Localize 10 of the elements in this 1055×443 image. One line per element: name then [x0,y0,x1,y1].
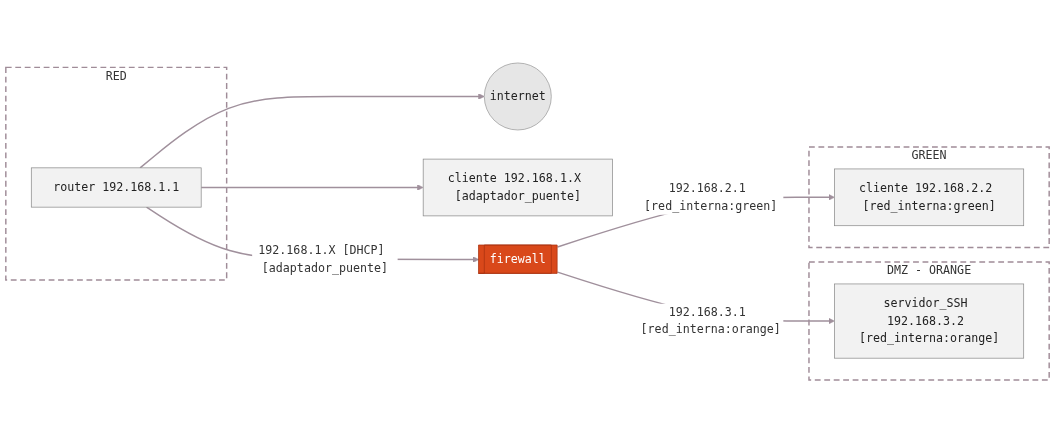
edge-label: 192.168.3.1 [red_interna:orange] [640,305,781,337]
node-circle: internet [483,62,552,131]
arrow [139,93,485,169]
node-box: router 192.168.1.1 [30,167,202,208]
node-box: cliente 192.168.1.X [adaptador_puente] [422,158,613,217]
node-box: servidor_SSH 192.168.3.2 [red_interna:orange] [834,283,1025,359]
node-box: cliente 192.168.2.2 [red_interna:green] [834,168,1025,227]
edge-label: 192.168.1.X [DHCP] [adaptador_puente] [258,243,389,275]
edge-label: 192.168.2.1 [red_interna:green] [644,181,778,213]
arrow [200,184,424,191]
